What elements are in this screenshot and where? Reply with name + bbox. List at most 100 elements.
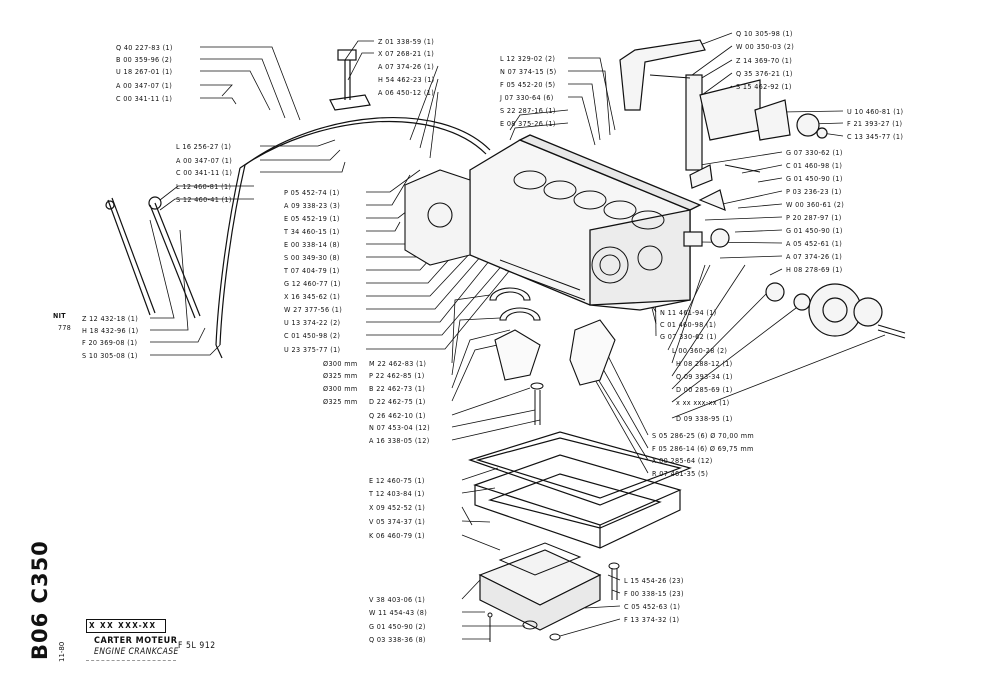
part-label-c01460-a: C 01 460-98 (1) — [786, 161, 843, 170]
nit-reference: NIT — [53, 312, 66, 320]
part-label-l00360: L 00 360-28 (2) — [672, 346, 728, 355]
part-label-f13374: F 13 374-32 (1) — [624, 615, 680, 624]
part-label-n07453: N 07 453-04 (12) — [369, 423, 430, 432]
part-label-f00338: F 00 338-15 (23) — [624, 589, 684, 598]
part-label-t34460: T 34 460-15 (1) — [284, 227, 340, 236]
part-label-s12460: S 12 460-41 (1) — [176, 195, 232, 204]
part-label-f21393: F 21 393-27 (1) — [847, 119, 903, 128]
part-label-a06450: A 06 450-12 (1) — [378, 88, 435, 97]
part-label-xxx: x xx xxx-xx (1) — [676, 398, 730, 407]
part-label-a16338: A 16 338-05 (12) — [369, 436, 430, 445]
part-label-c00341-a: C 00 341-11 (1) — [116, 94, 173, 103]
part-label-s15462: S 15 462-92 (1) — [736, 82, 792, 91]
part-label-h54462: H 54 462-23 (1) — [378, 75, 435, 84]
part-label-c05452: C 05 452-63 (1) — [624, 602, 681, 611]
part-label-g07330-b: G 07 330-62 (1) — [660, 332, 717, 341]
part-label-g07330-a: G 07 330-62 (1) — [786, 148, 843, 157]
part-label-s05286: S 05 286-25 (6) Ø 70,00 mm — [652, 431, 755, 440]
part-label-l12329: L 12 329-02 (2) — [500, 54, 556, 63]
sheet-date: 11-80 — [58, 641, 66, 662]
part-label-f05286: F 05 286-14 (6) Ø 69,75 mm — [652, 444, 754, 453]
part-label-g01450-b: G 01 450-90 (1) — [786, 226, 843, 235]
part-label-e00338: E 00 338-14 (8) — [284, 240, 340, 249]
part-label-e05452: E 05 452-19 (1) — [284, 214, 340, 223]
part-label-g01450-a: G 01 450-90 (1) — [786, 174, 843, 183]
part-label-v05374: V 05 374-37 (1) — [369, 517, 426, 526]
part-label-l16256: L 16 256-27 (1) — [176, 142, 232, 151]
part-label-u13374: U 13 374-22 (2) — [284, 318, 341, 327]
part-label-u18267: U 18 267-01 (1) — [116, 67, 173, 76]
part-label-a05452: A 05 452-61 (1) — [786, 239, 843, 248]
part-label-k06460: K 06 460-79 (1) — [369, 531, 425, 540]
part-label-z14369: Z 14 369-70 (1) — [736, 56, 793, 65]
part-label-n07374: N 07 374-15 (5) — [500, 67, 557, 76]
bearing-size-4: Ø325 mm — [323, 397, 358, 406]
part-label-c01450: C 01 450-98 (2) — [284, 331, 341, 340]
part-label-z12432: Z 12 432-18 (1) — [82, 314, 139, 323]
part-label-t07404: T 07 404-79 (1) — [284, 266, 340, 275]
bearing-size-2: Ø325 mm — [323, 371, 358, 380]
part-label-e08375: E 08 375-26 (1) — [500, 119, 556, 128]
part-label-z01338: Z 01 338-59 (1) — [378, 37, 435, 46]
part-label-f20369: F 20 369-08 (1) — [82, 338, 138, 347]
part-label-q26462: Q 26 462-10 (1) — [369, 411, 426, 420]
title-divider — [86, 660, 176, 661]
nit-reference-number: 778 — [58, 324, 72, 332]
part-label-f05452-20: F 05 452-20 (5) — [500, 80, 556, 89]
part-label-h08288: H 08 288-12 (1) — [676, 359, 733, 368]
bearing-part-3: B 22 462-73 (1) — [369, 384, 426, 393]
part-label-r07461: R 07 461-35 (5) — [652, 469, 709, 478]
part-label-a09338: A 09 338-23 (3) — [284, 201, 341, 210]
part-label-b00359: B 00 359-96 (2) — [116, 55, 173, 64]
part-label-c13345: C 13 345-77 (1) — [847, 132, 904, 141]
part-label-w00360: W 00 360-61 (2) — [786, 200, 845, 209]
part-label-d00285: D 00 285-69 (1) — [676, 385, 733, 394]
part-label-u10460: U 10 460-81 (1) — [847, 107, 904, 116]
part-label-x00285: X 00 285-64 (12) — [652, 456, 713, 465]
page-title-fr: CARTER MOTEUR — [94, 636, 178, 646]
engine-model: F 5L 912 — [178, 641, 216, 651]
part-label-l15454: L 15 454-26 (23) — [624, 576, 684, 585]
part-label-h18432: H 18 432-96 (1) — [82, 326, 139, 335]
part-label-a07374-a: A 07 374-26 (1) — [378, 62, 435, 71]
part-label-v38403: V 38 403-06 (1) — [369, 595, 426, 604]
part-label-q10305: Q 10 305-98 (1) — [736, 29, 793, 38]
part-label-w11454: W 11 454-43 (8) — [369, 608, 428, 617]
part-label-l12460: L 12 460-81 (1) — [176, 182, 232, 191]
part-label-s00349: S 00 349-30 (8) — [284, 253, 340, 262]
part-label-x09452: X 09 452-52 (1) — [369, 503, 426, 512]
part-label-g12460: G 12 460-77 (1) — [284, 279, 341, 288]
part-label-x07268: X 07 268-21 (1) — [378, 49, 435, 58]
sheet-code: B06 C350 — [28, 540, 52, 660]
part-label-q03338: Q 03 338-36 (8) — [369, 635, 426, 644]
part-label-w27377: W 27 377-56 (1) — [284, 305, 343, 314]
part-label-a07374-b: A 07 374-26 (1) — [786, 252, 843, 261]
part-label-g01450-2: G 01 450-90 (2) — [369, 622, 426, 631]
part-label-x16345: X 16 345-62 (1) — [284, 292, 341, 301]
part-label-p20287: P 20 287-97 (1) — [786, 213, 842, 222]
part-label-j07330: J 07 330-64 (6) — [500, 93, 554, 102]
page-title-en: ENGINE CRANKCASE — [94, 647, 179, 657]
part-label-u23375: U 23 375-77 (1) — [284, 345, 341, 354]
bearing-size-1: Ø300 mm — [323, 359, 358, 368]
part-label-c01460-b: C 01 460-98 (1) — [660, 320, 717, 329]
part-label-n11461: N 11 461-94 (1) — [660, 308, 717, 317]
bearing-size-3: Ø300 mm — [323, 384, 358, 393]
part-label-d09338: D 09 338-95 (1) — [676, 414, 733, 423]
part-label-e12460: E 12 460-75 (1) — [369, 476, 425, 485]
part-label-p05452-74: P 05 452-74 (1) — [284, 188, 340, 197]
reference-number-box: X XX XXX-XX — [86, 619, 166, 633]
part-label-c00341-b: C 00 341-11 (1) — [176, 168, 233, 177]
part-label-q40227: Q 40 227-83 (1) — [116, 43, 173, 52]
part-label-w00350: W 00 350-03 (2) — [736, 42, 795, 51]
bearing-part-4: D 22 462-75 (1) — [369, 397, 426, 406]
bearing-part-1: M 22 462-83 (1) — [369, 359, 427, 368]
bearing-part-2: P 22 462-85 (1) — [369, 371, 425, 380]
part-label-a00347-b: A 00 347-07 (1) — [176, 156, 233, 165]
part-label-s10305: S 10 305-08 (1) — [82, 351, 138, 360]
part-label-a00347-a: A 00 347-07 (1) — [116, 81, 173, 90]
part-label-q35376: Q 35 376-21 (1) — [736, 69, 793, 78]
part-label-s22287: S 22 287-16 (1) — [500, 106, 556, 115]
